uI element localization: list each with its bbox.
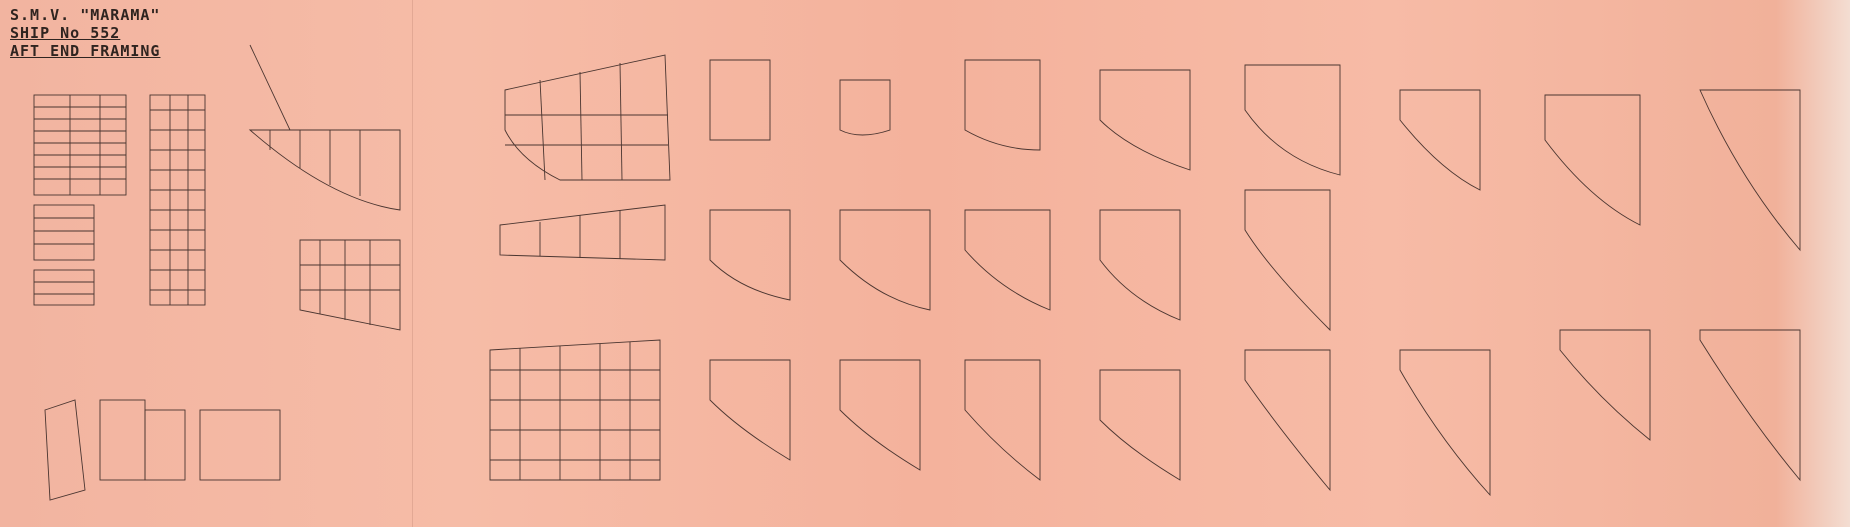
drawing-title: AFT END FRAMING [10, 42, 161, 60]
ship-number: SHIP No 552 [10, 24, 121, 42]
main-deck-plan [489, 339, 661, 481]
vessel-name: S.M.V. "MARAMA" [10, 6, 161, 24]
lower-deck-plan [499, 204, 666, 261]
title-block: S.M.V. "MARAMA" SHIP No 552 AFT END FRAM… [10, 6, 160, 60]
upper-deck-plan [504, 54, 671, 181]
frame-sections [709, 59, 1801, 497]
scantling-table [149, 94, 206, 306]
sheet-join [412, 0, 413, 527]
stern-elevation [44, 44, 401, 501]
notes-table [33, 94, 127, 306]
